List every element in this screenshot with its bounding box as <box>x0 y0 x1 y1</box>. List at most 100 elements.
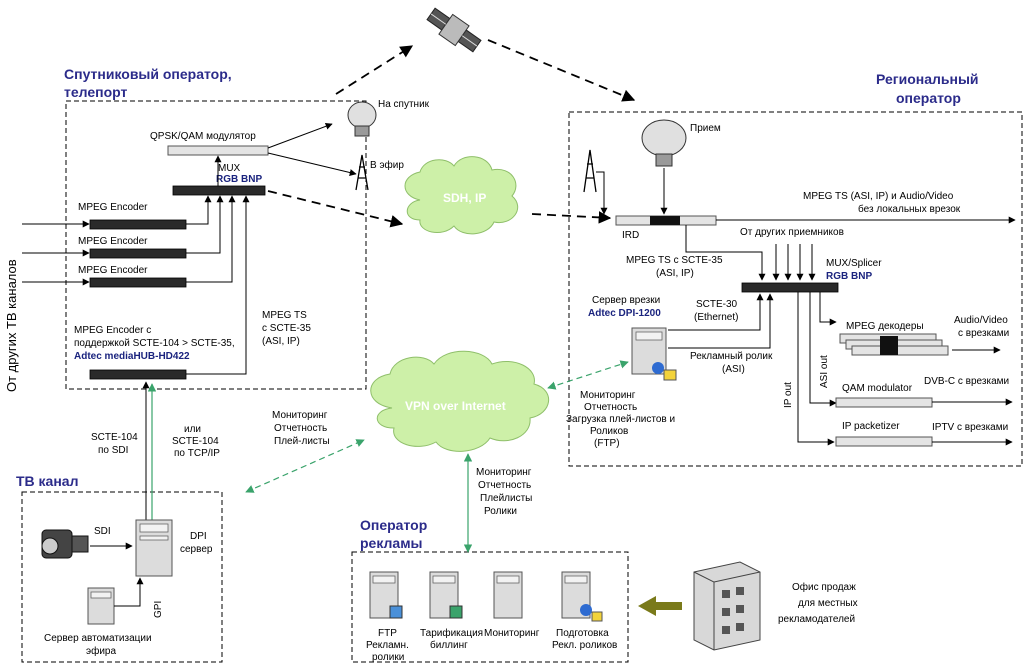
ird-label: IRD <box>622 230 639 241</box>
satellite-operator-subtitle: телепорт <box>64 84 128 100</box>
scte104-ip-label-2: SCTE-104 <box>172 436 219 447</box>
sdi-label: SDI <box>94 526 111 537</box>
scte104-ip-label-1: или <box>184 424 201 435</box>
mon-bottom-label-3: Плейлисты <box>480 493 532 504</box>
billing-label-1: Тарификация <box>420 627 483 639</box>
encoder-3-label: MPEG Encoder <box>78 265 148 276</box>
encoder-1-device <box>89 219 187 230</box>
mpeg-ts-label-2: с SCTE-35 <box>262 323 311 334</box>
ftp-label-1: FTP <box>378 628 397 639</box>
auto-server-label-1: Сервер автоматизации <box>44 633 152 644</box>
office-building-icon <box>693 561 761 651</box>
svg-text:SDH, IP: SDH, IP <box>443 191 486 205</box>
prep-server-icon <box>561 571 603 622</box>
from-other-receivers: От других приемников <box>740 227 844 238</box>
asi-out-label: ASI out <box>819 355 830 388</box>
camera-icon <box>41 529 89 559</box>
encoder-2-label: MPEG Encoder <box>78 236 148 247</box>
mpeg-out-label-2: без локальных врезок <box>858 203 961 215</box>
mon-bottom-label-1: Мониторинг <box>476 467 532 478</box>
ad-monitoring-label: Мониторинг <box>484 628 540 639</box>
monitoring-label-2: Отчетность <box>584 402 637 413</box>
monitoring-label-1: Мониторинг <box>580 390 636 401</box>
mon-left-label-2: Отчетность <box>274 423 327 434</box>
ad-clip-label-2: (ASI) <box>722 364 745 375</box>
av-out-label-1: Audio/Video <box>954 315 1008 326</box>
ip-pack-label: IP packetizer <box>842 421 900 432</box>
ftp-label-3: ролики <box>372 652 404 663</box>
mon-bottom-label-4: Ролики <box>484 506 517 517</box>
encoder-2-device <box>89 248 187 259</box>
dpi-label-1: DPI <box>190 531 207 542</box>
mux-model: RGB BNP <box>216 174 262 185</box>
mon-left-label-1: Мониторинг <box>272 410 328 421</box>
satellite-icon <box>426 7 482 53</box>
vpn-cloud: VPN over Internet <box>370 350 550 452</box>
monitoring-server-icon <box>493 571 523 619</box>
insert-server-model: Adtec DPI-1200 <box>588 308 661 319</box>
receive-label: Прием <box>690 123 721 134</box>
satellite-operator-zone <box>65 100 367 390</box>
billing-server-icon <box>429 571 463 619</box>
ftp-server-icon <box>369 571 403 619</box>
scte104-sdi-label-2: по SDI <box>98 445 128 456</box>
mpeg-out-label-1: MPEG TS (ASI, IP) и Audio/Video <box>803 191 954 202</box>
monitoring-label-4: Роликов <box>590 426 628 437</box>
ip-out-label: IP out <box>783 382 794 408</box>
regional-operator-zone <box>568 111 1023 467</box>
uplink-dish-icon <box>347 101 377 137</box>
modulator-label: QPSK/QAM модулятор <box>150 131 256 142</box>
decoders-stack <box>839 333 949 356</box>
dpi-label-2: сервер <box>180 544 213 555</box>
side-label: От других ТВ каналов <box>4 259 19 392</box>
ad-operator-subtitle: рекламы <box>360 535 423 551</box>
regional-operator-subtitle: оператор <box>896 90 961 106</box>
to-air-label: В эфир <box>370 159 404 171</box>
scte30-label-1: SCTE-30 <box>696 299 738 310</box>
sales-office-label-2: для местных <box>798 598 858 609</box>
mon-left-label-3: Плей-листы <box>274 436 330 447</box>
qam-device <box>835 397 933 408</box>
splicer-model: RGB BNP <box>826 271 872 282</box>
tv-channel-zone <box>21 491 223 663</box>
prep-label-2: Рекл. роликов <box>552 640 617 651</box>
svg-text:VPN over Internet: VPN over Internet <box>405 399 506 413</box>
scte104-sdi-label-1: SCTE-104 <box>91 432 138 443</box>
qam-mod-label: QAM modulator <box>842 383 913 394</box>
gpi-label: GPI <box>153 601 164 618</box>
regional-operator-title: Региональный <box>876 71 979 87</box>
receive-dish-icon <box>641 119 687 167</box>
receive-tower-icon <box>583 149 597 193</box>
prep-label-1: Подготовка <box>556 628 609 639</box>
automation-server-icon <box>87 587 115 625</box>
av-out-label-2: с врезками <box>958 328 1009 339</box>
sales-office-label-3: рекламодателей <box>778 614 855 625</box>
encoder-scte-device <box>89 369 187 380</box>
mpeg-scte-label-1: MPEG TS с SCTE-35 <box>626 255 723 266</box>
mux-device <box>172 185 266 196</box>
billing-label-2: биллинг <box>430 639 468 651</box>
ad-operator-title: Оператор <box>360 517 427 533</box>
scte30-label-2: (Ethernet) <box>694 312 738 323</box>
to-satellite-label: На спутник <box>378 99 430 110</box>
encoder-3-device <box>89 277 187 288</box>
ftp-label-2: Рекламн. <box>366 640 409 651</box>
encoder-scte-label-2: поддержкой SCTE-104 > SCTE-35, <box>74 338 235 349</box>
mon-bottom-label-2: Отчетность <box>478 480 531 491</box>
monitoring-label-5: (FTP) <box>594 438 620 449</box>
mpeg-ts-label-3: (ASI, IP) <box>262 336 300 347</box>
insert-server-icon <box>631 327 677 381</box>
scte104-ip-label-3: по TCP/IP <box>174 448 220 459</box>
dpi-server-icon <box>135 519 173 577</box>
mpeg-scte-label-2: (ASI, IP) <box>656 268 694 279</box>
monitoring-label-3: Загрузка плей-листов и <box>566 414 675 425</box>
mux-label: MUX <box>218 163 241 174</box>
broadcast-tower-icon <box>355 154 369 191</box>
encoder-1-label: MPEG Encoder <box>78 202 148 213</box>
ad-clip-label-1: Рекламный ролик <box>690 351 773 362</box>
encoder-scte-label-1: MPEG Encoder с <box>74 325 151 336</box>
encoder-scte-model: Adtec mediaHUB-HD422 <box>74 351 190 362</box>
decoders-label: MPEG декодеры <box>846 321 924 332</box>
sdh-ip-cloud: SDH, IP <box>404 156 519 235</box>
